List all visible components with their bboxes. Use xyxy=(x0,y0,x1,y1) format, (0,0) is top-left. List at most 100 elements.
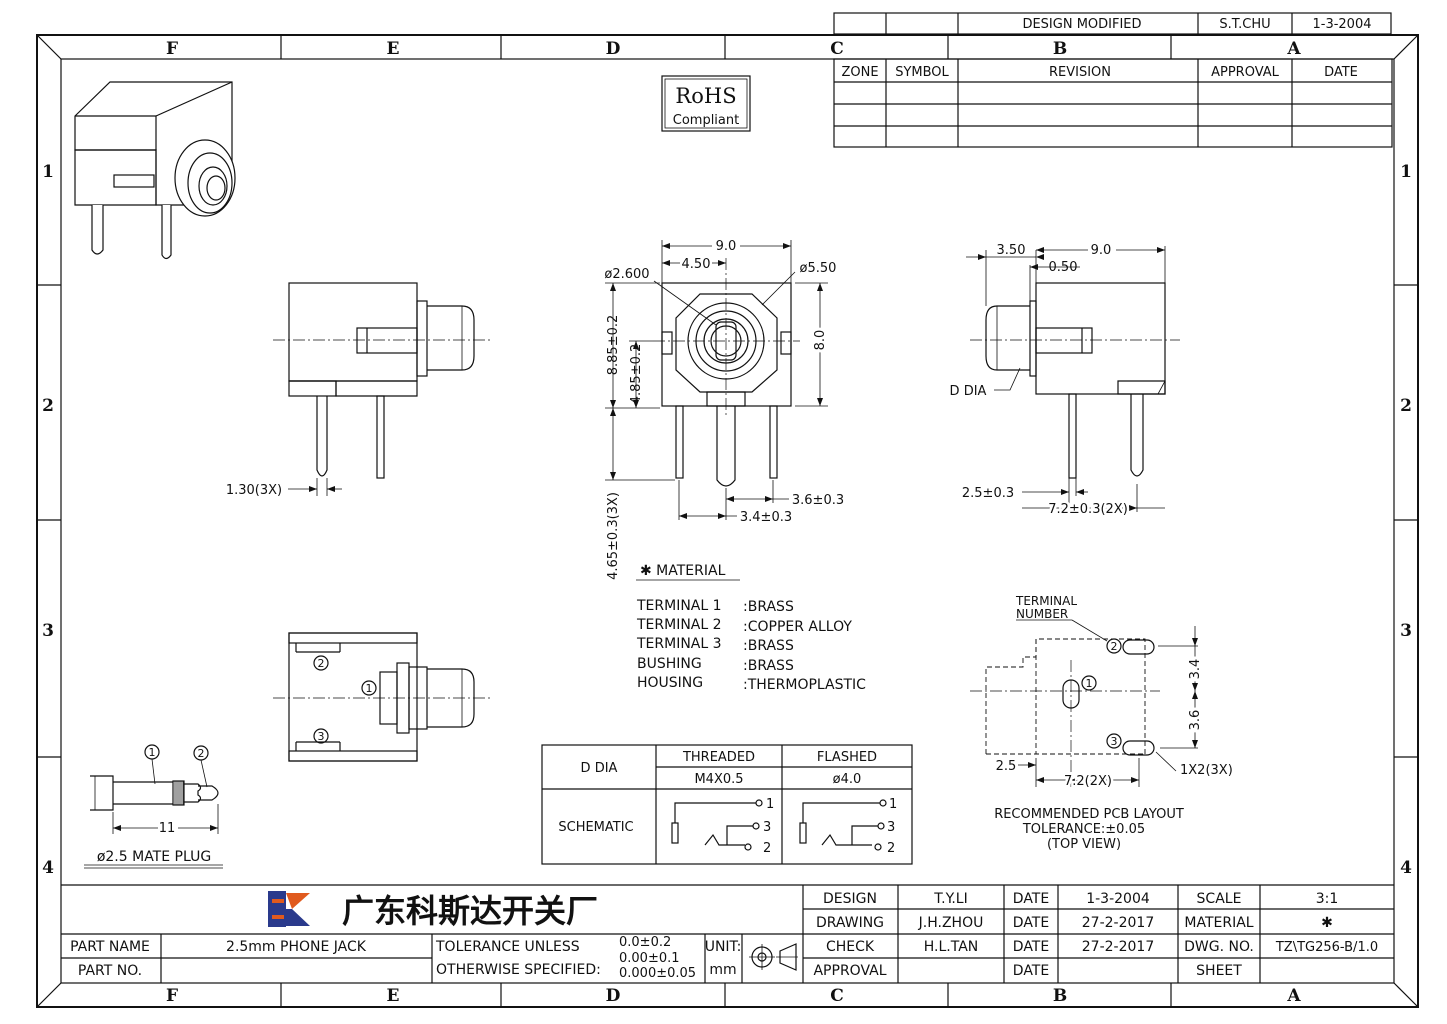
pcb-caption-1: RECOMMENDED PCB LAYOUT xyxy=(994,807,1184,822)
plug-ring-2: 2 xyxy=(198,747,205,760)
dim-front-hole: ø2.600 xyxy=(604,267,649,282)
revision-header-revision: REVISION xyxy=(1049,65,1111,80)
pcb-dim-3-6: 3.6 xyxy=(1188,710,1203,731)
revision-approver: S.T.CHU xyxy=(1219,17,1270,32)
zone-col-bottom: C xyxy=(830,986,844,1006)
material-label: MATERIAL xyxy=(1184,915,1253,931)
zone-col-top: D xyxy=(606,39,621,59)
isometric-view xyxy=(74,81,236,260)
date-label: DATE xyxy=(1013,963,1049,979)
revision-header-date: DATE xyxy=(1324,65,1358,80)
drawing-value: J.H.ZHOU xyxy=(918,915,984,931)
ddia-threaded-value: M4X0.5 xyxy=(694,772,743,787)
rohs-badge: RoHS Compliant xyxy=(661,75,751,132)
pcb-slot: 1X2(3X) xyxy=(1180,763,1233,778)
dim-right-e: 7.2±0.3(2X) xyxy=(1048,502,1128,517)
zone-row-right: 3 xyxy=(1400,621,1412,641)
pcb-terminal-label: TERMINAL xyxy=(1015,594,1077,608)
pcb-dim-2-5: 2.5 xyxy=(996,759,1017,774)
ddia-flashed-value: ø4.0 xyxy=(833,772,862,787)
title-block: 广东科斯达开关厂 PART NAME 2.5mm PHONE JACK PART… xyxy=(61,884,1394,983)
zone-row-left: 1 xyxy=(42,162,54,182)
zone-col-top: F xyxy=(166,39,178,59)
pcb-terminal-2: 2 xyxy=(1111,640,1118,653)
ddia-schematic-label: SCHEMATIC xyxy=(558,820,633,835)
zone-row-right: 1 xyxy=(1400,162,1412,182)
bottom-terminal-2: 2 xyxy=(318,657,325,670)
schematic-pin-2: 2 xyxy=(763,841,771,856)
scale-label: SCALE xyxy=(1197,891,1242,907)
mate-plug: 1 2 11 ø2.5 MATE PLUG xyxy=(84,744,223,869)
pcb-dim-7-2: 7.2(2X) xyxy=(1064,774,1112,789)
dim-right-a: 3.50 xyxy=(997,243,1026,258)
zone-col-top: B xyxy=(1053,39,1067,59)
material-list: ✱ MATERIAL TERMINAL 1 :BRASS TERMINAL 2 … xyxy=(636,563,866,693)
schematic-pin-3: 3 xyxy=(887,820,895,835)
zone-col-bottom: E xyxy=(387,986,400,1006)
design-date: 1-3-2004 xyxy=(1086,891,1150,907)
zone-row-right: 2 xyxy=(1400,396,1412,416)
dim-pitch-a: 3.6±0.3 xyxy=(792,493,844,508)
scale-value: 3:1 xyxy=(1316,891,1339,907)
dim-right-width: 9.0 xyxy=(1091,243,1112,258)
part-no-label: PART NO. xyxy=(78,963,142,979)
material-part: HOUSING xyxy=(637,675,703,691)
drawing-frame xyxy=(36,34,1419,1008)
dwg-no-label: DWG. NO. xyxy=(1184,939,1254,955)
tolerance-value-b: 0.00±0.1 xyxy=(619,951,680,966)
pcb-layout: 1 2 3 TERMINAL NUMBER 3.4 3.6 2.5 7.2(2X… xyxy=(970,594,1233,852)
material-value: :BRASS xyxy=(743,658,794,674)
material-value: :THERMOPLASTIC xyxy=(743,677,866,693)
pcb-terminal-3: 3 xyxy=(1111,735,1118,748)
zone-col-top: E xyxy=(387,39,400,59)
company-name: 广东科斯达开关厂 xyxy=(342,892,598,930)
ddia-threaded-header: THREADED xyxy=(682,750,755,765)
dim-front-bore: ø5.50 xyxy=(800,261,837,276)
tolerance-line-1: TOLERANCE UNLESS xyxy=(435,939,580,955)
part-name-value: 2.5mm PHONE JACK xyxy=(226,939,367,955)
dim-right-c: 0.50 xyxy=(1049,260,1078,275)
schematic-pin-3: 3 xyxy=(763,820,771,835)
schematic-threaded: 1 3 2 xyxy=(671,797,774,856)
dim-front-center-hi: 8.85±0.2 xyxy=(606,315,621,376)
revision-table: DESIGN MODIFIED S.T.CHU 1-3-2004 ZONE SY… xyxy=(833,12,1393,148)
material-value: ✱ xyxy=(1321,915,1333,931)
material-title: ✱ MATERIAL xyxy=(640,563,726,579)
dim-front-width: 9.0 xyxy=(716,239,737,254)
design-label: DESIGN xyxy=(823,891,877,907)
zone-col-bottom: D xyxy=(606,986,621,1006)
dim-front-half: 4.50 xyxy=(682,257,711,272)
zone-col-top: C xyxy=(830,39,844,59)
zone-col-bottom: B xyxy=(1053,986,1067,1006)
zone-col-bottom: F xyxy=(166,986,178,1006)
bottom-terminal-3: 3 xyxy=(318,730,325,743)
plug-ring-1: 1 xyxy=(149,746,156,759)
unit-value: mm xyxy=(709,962,736,978)
tolerance-value-a: 0.0±0.2 xyxy=(619,935,671,950)
plug-length: 11 xyxy=(159,821,176,836)
zone-col-bottom: A xyxy=(1286,986,1301,1006)
plug-caption: ø2.5 MATE PLUG xyxy=(97,849,211,865)
sheet-label: SHEET xyxy=(1196,963,1242,979)
check-value: H.L.TAN xyxy=(924,939,979,955)
pcb-caption-3: (TOP VIEW) xyxy=(1047,837,1121,852)
zone-row-left: 4 xyxy=(42,858,54,878)
schematic-pin-1: 1 xyxy=(766,797,774,812)
pcb-number-label: NUMBER xyxy=(1016,607,1068,621)
date-label: DATE xyxy=(1013,915,1049,931)
check-date: 27-2-2017 xyxy=(1082,939,1154,955)
rohs-subtitle: Compliant xyxy=(673,113,739,128)
zone-labels: F E D C B A F E D C B A 1 2 3 4 1 2 3 4 xyxy=(42,39,1412,1006)
schematic-pin-2: 2 xyxy=(887,841,895,856)
ddia-table: D DIA THREADED FLASHED M4X0.5 ø4.0 SCHEM… xyxy=(541,744,913,865)
material-part: TERMINAL 3 xyxy=(636,636,722,652)
bottom-terminal-1: 1 xyxy=(366,682,373,695)
schematic-pin-1: 1 xyxy=(889,797,897,812)
unit-label: UNIT: xyxy=(705,939,742,955)
dim-front-height: 8.0 xyxy=(813,330,828,351)
projection-symbol-icon xyxy=(749,943,798,971)
revision-design-modified: DESIGN MODIFIED xyxy=(1022,17,1141,32)
pcb-dim-3-4: 3.4 xyxy=(1188,659,1203,680)
material-part: BUSHING xyxy=(637,656,702,672)
